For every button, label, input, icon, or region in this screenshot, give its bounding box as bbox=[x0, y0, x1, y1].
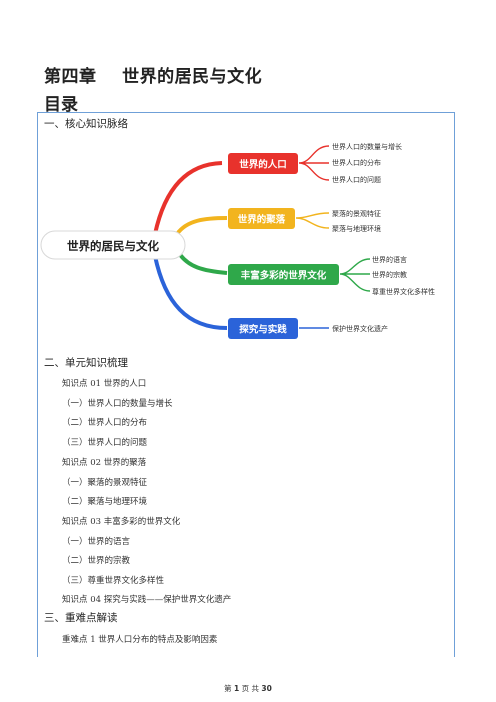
leaf-culture-2: 世界的宗教 bbox=[372, 270, 407, 279]
section-heading-2: 二、单元知识梳理 bbox=[44, 357, 128, 369]
toc-item[interactable]: （二）世界的宗教 bbox=[62, 556, 131, 566]
toc-item[interactable]: （三）世界人口的问题 bbox=[62, 438, 148, 448]
mindmap: 世界的居民与文化 世界的人口 世界人口的数量与增长 世界人口的分布 世界人口的问… bbox=[40, 142, 435, 339]
leaf-population-2: 世界人口的分布 bbox=[332, 158, 381, 167]
toc-item[interactable]: 知识点 03 丰富多彩的世界文化 bbox=[62, 517, 181, 527]
toc-item[interactable]: （一）世界的语言 bbox=[62, 537, 131, 547]
content-frame bbox=[37, 112, 455, 657]
toc-item[interactable]: （二）聚落与地理环境 bbox=[62, 497, 148, 507]
toc-item[interactable]: （一）聚落的景观特征 bbox=[62, 478, 148, 488]
branch-label-practice: 探究与实践 bbox=[239, 324, 287, 336]
connector-4 bbox=[153, 255, 228, 330]
footer-total-pages: 30 bbox=[261, 684, 272, 693]
footer-page-number: 1 bbox=[234, 684, 240, 693]
toc-item[interactable]: 知识点 04 探究与实践——保护世界文化遗产 bbox=[62, 595, 232, 605]
branch-node-culture bbox=[228, 264, 339, 285]
footer-prefix: 第 bbox=[224, 684, 232, 693]
connector-3 bbox=[175, 248, 228, 275]
toc-item[interactable]: （二）世界人口的分布 bbox=[62, 418, 148, 428]
branch-label-settlement: 世界的聚落 bbox=[238, 214, 286, 226]
leaf-settlement-1: 聚落的景观特征 bbox=[332, 209, 381, 218]
leaf-practice-1: 保护世界文化遗产 bbox=[332, 324, 388, 333]
toc-title: 目录 bbox=[44, 95, 78, 115]
branch-label-culture: 丰富多彩的世界文化 bbox=[241, 270, 327, 282]
leaf-culture-1: 世界的语言 bbox=[372, 255, 407, 264]
toc-item[interactable]: 知识点 01 世界的人口 bbox=[62, 379, 147, 389]
toc-item[interactable]: （一）世界人口的数量与增长 bbox=[62, 399, 173, 409]
branch-node-settlement bbox=[228, 208, 295, 229]
branch-node-population bbox=[228, 153, 298, 174]
leaf-settlement-2: 聚落与地理环境 bbox=[332, 224, 381, 233]
connector-2 bbox=[175, 216, 228, 236]
page-footer: 第 1 页 共 30 bbox=[0, 683, 496, 694]
difficulty-item[interactable]: 重难点 1 世界人口分布的特点及影响因素 bbox=[62, 635, 218, 645]
connector-1 bbox=[153, 161, 223, 235]
leaf-culture-3: 尊重世界文化多样性 bbox=[372, 287, 435, 296]
center-node-label: 世界的居民与文化 bbox=[67, 239, 159, 253]
section-heading-3: 三、重难点解读 bbox=[44, 612, 118, 624]
footer-mid: 页 共 bbox=[241, 684, 260, 693]
toc-item[interactable]: （三）尊重世界文化多样性 bbox=[62, 576, 165, 586]
toc-item[interactable]: 知识点 02 世界的聚落 bbox=[62, 458, 147, 468]
chapter-title: 第四章 世界的居民与文化 bbox=[44, 67, 263, 87]
center-node bbox=[40, 230, 186, 260]
branch-label-population: 世界的人口 bbox=[239, 159, 287, 171]
leaf-population-1: 世界人口的数量与增长 bbox=[332, 142, 402, 151]
section-heading-1: 一、核心知识脉络 bbox=[44, 118, 128, 130]
branch-node-practice bbox=[228, 318, 298, 339]
leaf-population-3: 世界人口的问题 bbox=[332, 175, 381, 184]
